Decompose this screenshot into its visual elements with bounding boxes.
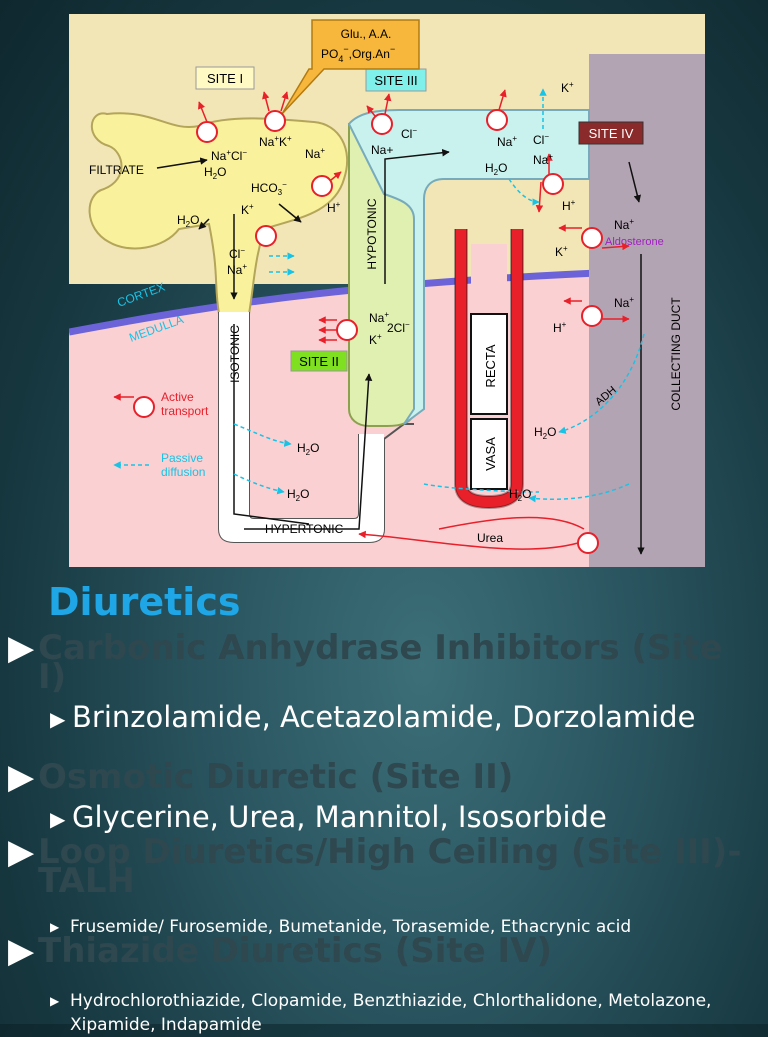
- pump-site1-c: [311, 171, 342, 197]
- svg-text:transport: transport: [161, 404, 209, 418]
- ion-cl-2: Cl−: [401, 126, 417, 141]
- nephron-diagram: RECTA VASA SITE I SITE III SITE IV SITE …: [69, 14, 705, 567]
- bullet-arrow-icon: ▶: [50, 994, 60, 1008]
- callout-line2: PO4−,Org.An−: [321, 44, 395, 64]
- ion-na-3: Na+: [227, 262, 247, 277]
- ion-h2o-2: H2O: [177, 213, 199, 229]
- collecting-duct-shape: [589, 54, 705, 567]
- pump-site1-b: [262, 91, 289, 132]
- site-ii-label: SITE II: [299, 354, 339, 369]
- ion-h2o-3: H2O: [485, 161, 507, 177]
- ion-h-3: H+: [553, 320, 567, 335]
- ion-na-7: Na+: [614, 295, 634, 310]
- ion-h2o-7: H2O: [534, 425, 556, 441]
- pump-urea: [358, 516, 599, 554]
- bullet-arrow-icon: ▶: [8, 628, 35, 668]
- group-drugs-loop: ▶ Frusemide/ Furosemide, Bumetanide, Tor…: [50, 917, 632, 937]
- ion-k-4: K+: [369, 332, 382, 347]
- pump-collecting-h: [563, 297, 630, 327]
- pump-site3: [366, 93, 393, 135]
- pump-site2: [318, 316, 358, 344]
- legend-active-transport: Active transport: [113, 390, 209, 418]
- group-heading-osmotic: ▶ Osmotic Diuretic (Site II): [8, 757, 514, 797]
- label-isotonic: ISOTONIC: [228, 325, 242, 383]
- bullet-arrow-icon: ▶: [8, 757, 35, 797]
- label-recta: RECTA: [483, 344, 498, 387]
- svg-text:diffusion: diffusion: [161, 465, 205, 479]
- bullet-arrow-icon: ▶: [50, 707, 66, 731]
- bullet-arrow-icon: ▶: [50, 920, 60, 934]
- ion-na-2: Na+: [305, 146, 325, 161]
- ion-k-2: K+: [561, 80, 574, 95]
- ion-na-plus: Na+: [371, 143, 393, 157]
- pump-aldosterone: [558, 224, 630, 251]
- callout-box: [281, 19, 420, 115]
- ion-h2o-4: H2O: [297, 441, 319, 457]
- ion-k-1: K+: [241, 202, 254, 217]
- site-iii-label: SITE III: [374, 73, 417, 88]
- ion-na-8: Na+: [369, 310, 389, 325]
- label-vasa: VASA: [483, 437, 498, 471]
- ion-na-6: Na+: [614, 217, 634, 232]
- ion-cl-3: Cl−: [533, 132, 549, 147]
- ion-na-4: Na+: [497, 134, 517, 149]
- ion-k-3: K+: [555, 244, 568, 259]
- ion-hco3: HCO3−: [251, 180, 287, 197]
- label-hypotonic: HYPOTONIC: [365, 198, 379, 269]
- group-heading-thiazide: ▶ Thiazide Diuretics (Site IV): [8, 931, 553, 971]
- ion-na-cl-1: Na+Cl−: [211, 148, 247, 163]
- ion-cl-1: Cl−: [229, 246, 245, 261]
- group-drugs-carbonic: ▶ Brinzolamide, Acetazolamide, Dorzolami…: [50, 700, 696, 734]
- ion-h2o-5: H2O: [287, 487, 309, 503]
- label-urea: Urea: [477, 531, 503, 545]
- group-drugs-osmotic: ▶ Glycerine, Urea, Mannitol, Isosorbide: [50, 800, 607, 834]
- group-heading-carbonic: ▶ Carbonic Anhydrase Inhibitors (Site I): [8, 628, 723, 697]
- label-cortex: CORTEX: [115, 280, 167, 310]
- bullet-arrow-icon: ▶: [8, 931, 35, 971]
- pump-site1-a: [196, 101, 218, 143]
- label-aldosterone: Aldosterone: [605, 236, 664, 248]
- label-collecting-duct: COLLECTING DUCT: [669, 297, 683, 411]
- ion-2cl: 2Cl−: [387, 320, 410, 335]
- legend-passive-diffusion: Passive diffusion: [113, 451, 205, 479]
- group-heading-loop: ▶ Loop Diuretics/High Ceiling (Site III)…: [8, 832, 742, 901]
- site-i-label: SITE I: [207, 71, 243, 86]
- pump-distal: [486, 89, 508, 131]
- site-iv-label: SITE IV: [589, 126, 634, 141]
- bullet-arrow-icon: ▶: [50, 807, 66, 831]
- svg-text:Active: Active: [161, 390, 194, 404]
- ion-h-2: H+: [562, 198, 576, 213]
- ion-h2o-6: H2O: [509, 487, 531, 503]
- loop-lumen: [219, 312, 384, 542]
- callout-line1: Glu., A.A.: [341, 27, 392, 41]
- ion-h2o-1: H2O: [204, 165, 226, 181]
- pump-site4: [535, 153, 564, 213]
- svg-text:Passive: Passive: [161, 451, 203, 465]
- slide-title: Diuretics: [48, 580, 241, 624]
- distal-tubule: [347, 109, 590, 425]
- group-drugs-thiazide: ▶ Hydrochlorothiazide, Clopamide, Benzth…: [50, 991, 712, 1035]
- bullet-arrow-icon: ▶: [8, 832, 35, 872]
- ion-na-k: Na+K+: [259, 134, 292, 149]
- ion-h-1: H+: [327, 200, 341, 215]
- label-filtrate: FILTRATE: [89, 163, 144, 177]
- pump-site1-d: [255, 225, 277, 247]
- ion-na-5: Na+: [533, 152, 553, 167]
- cortex-medulla-boundary: [69, 265, 705, 336]
